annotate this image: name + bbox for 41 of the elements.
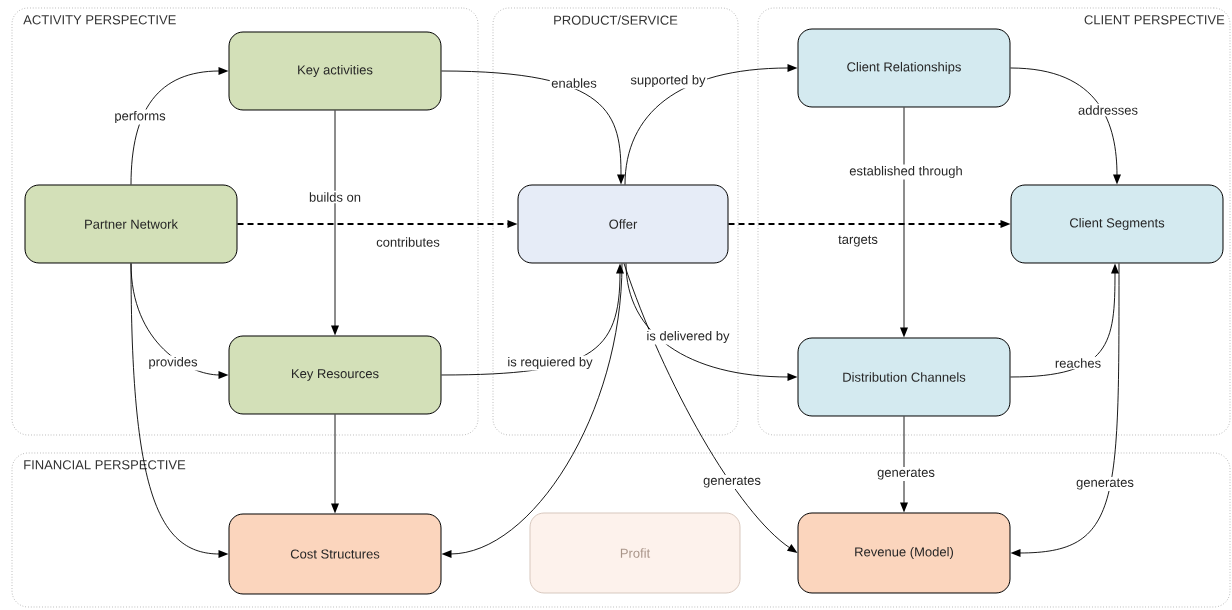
arrow	[331, 110, 339, 336]
arrow	[236, 220, 518, 228]
arrow	[625, 263, 798, 381]
arrow	[1010, 67, 1121, 185]
edge-label: targets	[836, 233, 880, 249]
edge-label: reaches	[1053, 356, 1103, 370]
arrow	[727, 220, 1011, 228]
process-box: Revenue (Model)	[797, 512, 1011, 594]
arrow	[130, 263, 229, 558]
edge-label: enables	[549, 76, 599, 90]
edge-label: provides	[146, 355, 200, 371]
edge-label: addresses	[1076, 103, 1140, 117]
arrow	[623, 263, 798, 553]
arrow	[900, 416, 908, 513]
edge-label: contributes	[374, 235, 442, 249]
edge-label: is requiered by	[505, 355, 595, 371]
process-box: Profit	[529, 512, 741, 594]
process-box: Key Resources	[228, 335, 442, 415]
edge-label: established through	[847, 164, 965, 180]
edge-label: generates	[701, 474, 763, 490]
edge-label: builds on	[307, 190, 363, 204]
edge-label: supported by	[628, 73, 708, 89]
process-box: Cost Structures	[228, 513, 442, 595]
edge-label: generates	[1074, 476, 1136, 492]
edge-label: is delivered by	[644, 329, 732, 345]
arrow	[441, 263, 623, 558]
arrow	[1010, 263, 1120, 557]
process-box: Distribution Channels	[797, 337, 1011, 417]
arrow	[624, 64, 798, 185]
process-box: Client Segments	[1010, 184, 1224, 264]
edge-label: generates	[875, 466, 937, 482]
process-box: Key activities	[228, 31, 442, 111]
arrow	[130, 67, 229, 185]
process-box: Partner Network	[24, 184, 238, 264]
arrow	[331, 414, 339, 514]
arrow	[900, 107, 908, 338]
arrow	[1010, 263, 1119, 378]
process-box: Offer	[517, 184, 729, 264]
arrow	[441, 70, 625, 185]
edge-label: performs	[112, 109, 168, 125]
process-box: Client Relationships	[797, 28, 1011, 108]
